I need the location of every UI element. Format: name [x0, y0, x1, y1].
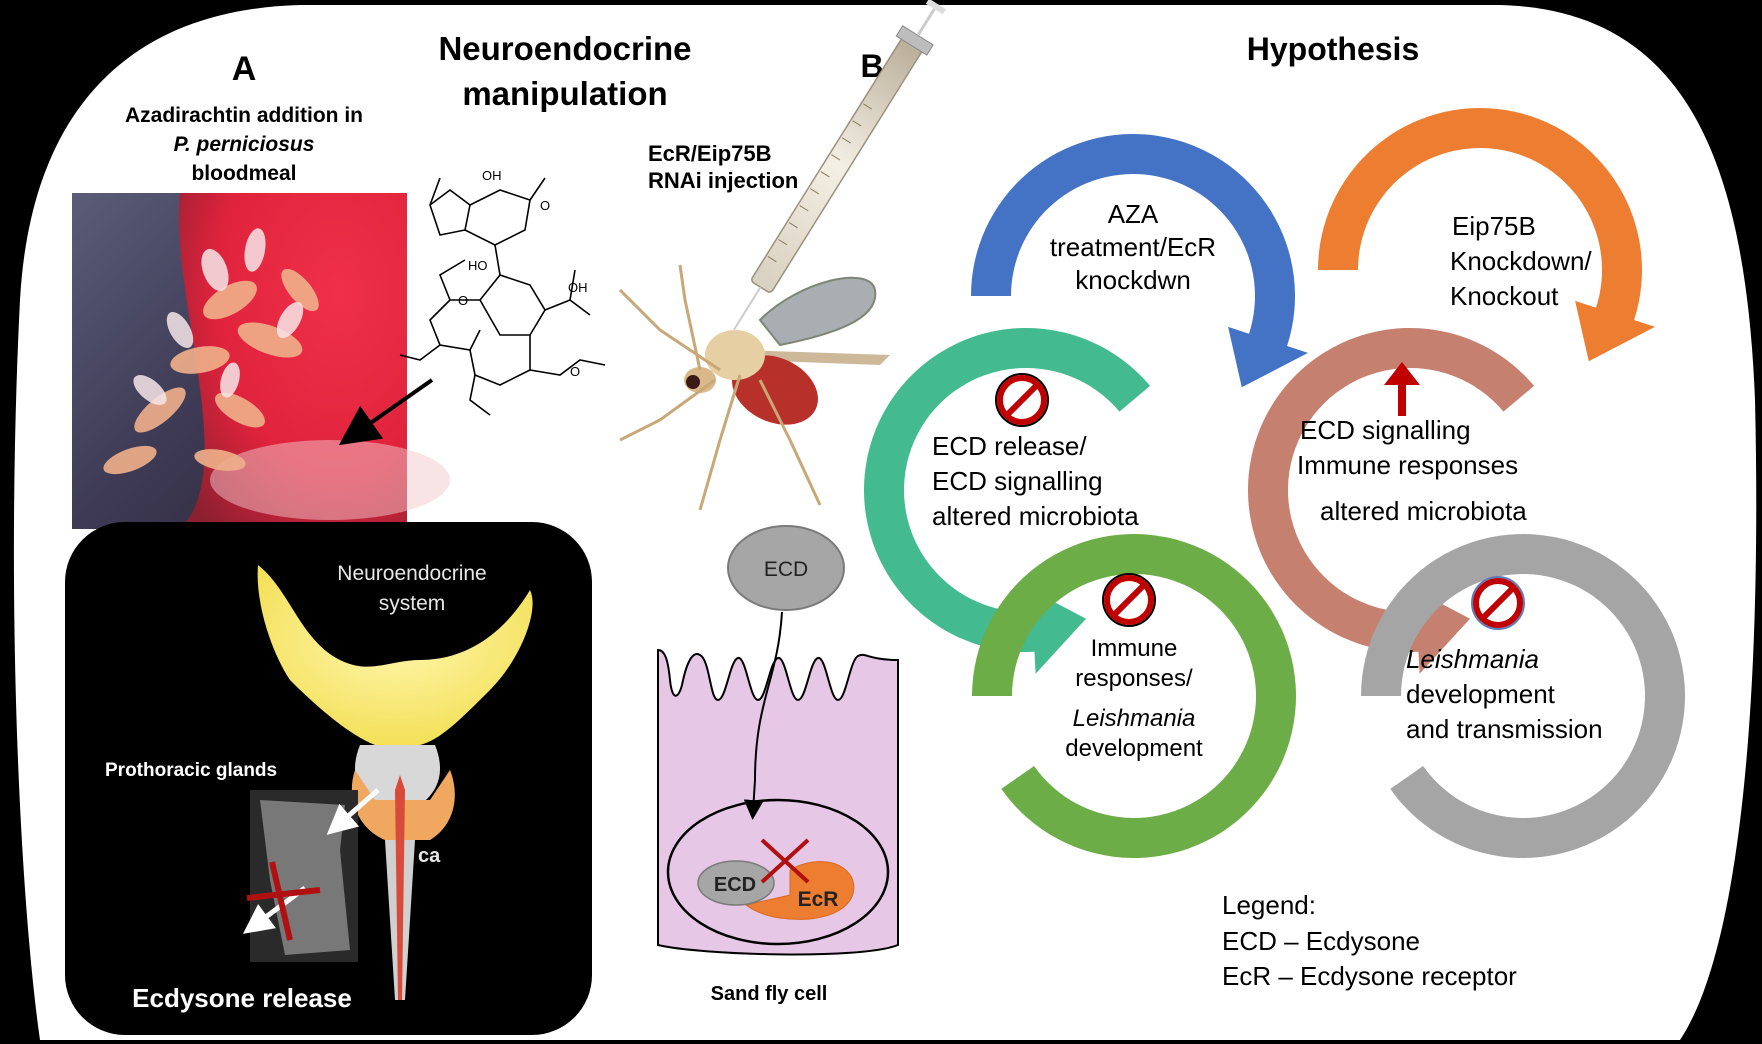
svg-text:O: O	[540, 198, 550, 213]
svg-text:O: O	[458, 293, 468, 308]
nuclear-ecd-label: ECD	[714, 874, 756, 896]
svg-text:OH: OH	[568, 280, 588, 295]
blocked-binding-x-icon	[760, 838, 810, 884]
panel-a-label: A	[232, 50, 257, 88]
hypothesis-title: Hypothesis	[1247, 31, 1419, 67]
cycle-arrow-ecd-release	[864, 327, 1151, 674]
svg-text:and transmission: and transmission	[1406, 714, 1603, 744]
ecdysone-release-label: Ecdysone release	[132, 983, 352, 1013]
hypothesis-cycles	[864, 107, 1686, 858]
neuroendocrine-title-line2: manipulation	[462, 75, 667, 112]
panel-b-label: B	[860, 48, 883, 84]
panel-a-caption-line3: bloodmeal	[191, 162, 296, 185]
svg-text:development: development	[1406, 679, 1556, 709]
neuroendocrine-panel	[65, 522, 592, 1035]
neuroendocrine-system-line2: system	[379, 592, 446, 615]
cycle-ecd-signalling-text: ECD signalling Immune responses altered …	[1297, 415, 1527, 526]
bloodmeal-photo	[72, 193, 450, 529]
aorta-red-line	[395, 775, 405, 1000]
neuroendocrine-system-shape	[257, 565, 533, 745]
panel-b-caption-line2: RNAi injection	[648, 168, 798, 193]
molecule-to-bloodmeal-arrow	[338, 378, 434, 446]
panel-a-caption-line1: Azadirachtin addition in	[125, 104, 363, 127]
panel-a-caption-line2: P. perniciosus	[174, 133, 315, 156]
svg-text:Immune: Immune	[1091, 635, 1178, 662]
svg-text:ECD release/: ECD release/	[932, 431, 1087, 461]
sand-fly-image	[618, 264, 890, 511]
molecule-atom-labels: OH O HO OH O O	[458, 168, 588, 379]
svg-text:Leishmania: Leishmania	[1073, 705, 1196, 732]
azadirachtin-molecule-icon	[399, 177, 606, 416]
blocked-release-x-icon	[246, 861, 321, 941]
svg-text:altered microbiota: altered microbiota	[1320, 496, 1527, 526]
svg-text:Immune responses: Immune responses	[1297, 450, 1518, 480]
ecd-ligand-label: ECD	[764, 558, 808, 581]
ecr-label: EcR	[798, 888, 839, 911]
increase-arrow-icon	[1384, 362, 1420, 416]
svg-text:HO: HO	[468, 258, 488, 273]
svg-text:ECD signalling: ECD signalling	[1300, 415, 1471, 445]
svg-text:Eip75B: Eip75B	[1452, 211, 1536, 241]
svg-text:development: development	[1065, 735, 1203, 762]
neuroendocrine-title-line1: Neuroendocrine	[438, 30, 691, 67]
svg-text:AZA: AZA	[1108, 199, 1159, 229]
neuroendocrine-system-line1: Neuroendocrine	[337, 562, 486, 585]
ecd-ligand	[727, 525, 845, 611]
nuclear-ecd	[697, 860, 775, 906]
cycle-ecd-release-text: ECD release/ ECD signalling altered micr…	[932, 431, 1139, 531]
legend: Legend: ECD – Ecdysone EcR – Ecdysone re…	[1222, 890, 1517, 991]
sand-fly-cell-caption: Sand fly cell	[711, 983, 828, 1005]
svg-text:treatment/EcR: treatment/EcR	[1050, 232, 1216, 262]
svg-text:Knockdown/: Knockdown/	[1450, 246, 1592, 276]
nucleus	[666, 798, 890, 946]
legend-item: ECD – Ecdysone	[1222, 926, 1420, 956]
svg-text:OH: OH	[482, 168, 502, 183]
ligand-path-arrow	[743, 611, 783, 820]
svg-text:ECD signalling: ECD signalling	[932, 466, 1103, 496]
svg-text:altered microbiota: altered microbiota	[932, 501, 1139, 531]
ecr-receptor	[744, 861, 855, 920]
cycle-arrow-ecd-signalling	[1248, 327, 1535, 674]
svg-text:responses/: responses/	[1075, 665, 1193, 692]
ca-label: ca	[418, 845, 441, 867]
cycle-leishmania-text: Leishmania development and transmission	[1406, 644, 1603, 744]
legend-title: Legend:	[1222, 890, 1316, 920]
blocked-icon	[1471, 576, 1525, 630]
legend-item: EcR – Ecdysone receptor	[1222, 961, 1517, 991]
cycle-arrow-eip75b	[1318, 107, 1655, 362]
cycle-aza-text: AZA treatment/EcR knockdwn	[1050, 199, 1216, 295]
blocked-icon	[1102, 573, 1156, 627]
gland-input-arrow	[326, 788, 380, 835]
svg-text:O: O	[570, 364, 580, 379]
cycle-arrow-aza	[971, 133, 1308, 388]
cycle-immune-text: Immune responses/ Leishmania development	[1065, 635, 1203, 762]
svg-text:knockdwn: knockdwn	[1075, 265, 1191, 295]
cycle-eip75b-text: Eip75B Knockdown/ Knockout	[1450, 211, 1592, 311]
blocked-icon	[995, 373, 1049, 427]
svg-text:Leishmania: Leishmania	[1406, 644, 1539, 674]
syringe-icon	[733, 0, 946, 331]
panel-b-caption-line1: EcR/Eip75B	[648, 141, 772, 166]
svg-text:Knockout: Knockout	[1450, 281, 1559, 311]
prothoracic-glands-label: Prothoracic glands	[105, 760, 277, 781]
